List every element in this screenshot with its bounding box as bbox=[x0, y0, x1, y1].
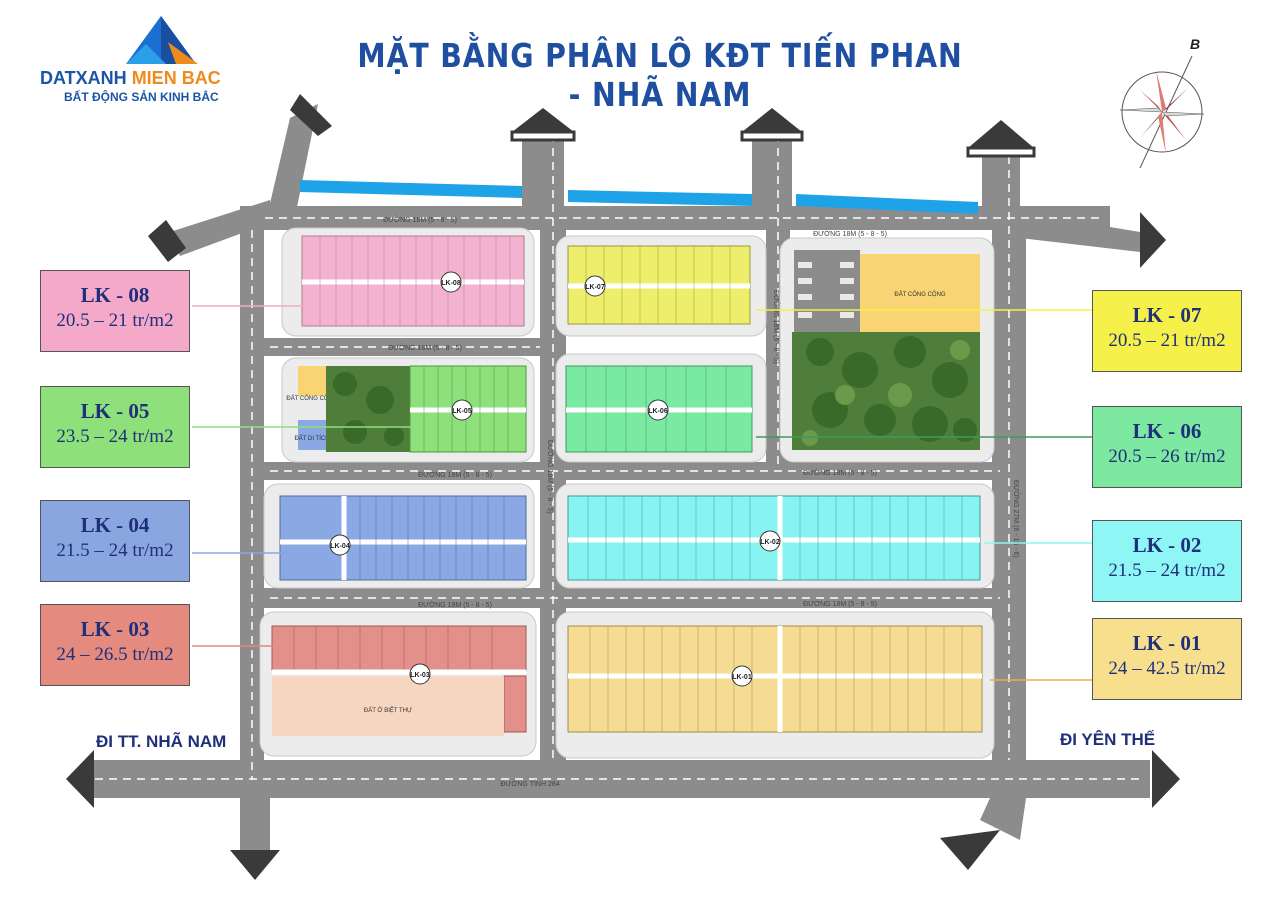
road-label-row4-left: ĐƯỜNG 18M (5 - 8 - 5) bbox=[418, 600, 492, 609]
arrow-up2-icon bbox=[742, 108, 802, 132]
logo-icon bbox=[126, 16, 198, 64]
lk07-label: LK-07 bbox=[585, 284, 605, 291]
arrow-down-icon bbox=[230, 850, 280, 880]
compass-icon bbox=[1119, 55, 1205, 169]
page-title: MẶT BẰNG PHÂN LÔ KĐT TIẾN PHAN - NHÃ NAM bbox=[357, 36, 963, 114]
villa-land bbox=[272, 676, 504, 736]
road-label-row4-right: ĐƯỜNG 18M (5 - 8 - 5) bbox=[803, 599, 877, 608]
lk07-marker bbox=[584, 275, 606, 297]
block-lk03 bbox=[271, 625, 527, 671]
lk04-marker bbox=[329, 534, 351, 556]
road-label-top-right: ĐƯỜNG 18M (5 - 8 - 5) bbox=[813, 229, 887, 238]
lk08-marker bbox=[440, 271, 462, 293]
lk06-marker bbox=[647, 399, 669, 421]
label-connectors bbox=[192, 305, 1092, 681]
parked-cars bbox=[798, 262, 854, 318]
lk02-label: LK-02 bbox=[760, 539, 780, 546]
lk03-marker bbox=[409, 663, 431, 685]
road-label-row3-right: ĐƯỜNG 18M (5 - 8 - 5) bbox=[803, 468, 877, 477]
public-land-2-label: ĐẤT CÔNG CỘNG bbox=[286, 395, 338, 402]
direction-right-label: ĐI YÊN THẾ bbox=[1060, 730, 1156, 749]
logo-name: DATXANH MIEN BAC bbox=[40, 68, 221, 88]
relic-land bbox=[298, 420, 326, 450]
park-trees-light bbox=[802, 340, 970, 446]
road-label-27m: ĐƯỜNG 27M (6 - 15 - 6) bbox=[1012, 480, 1021, 558]
block-lk04 bbox=[279, 495, 527, 581]
arrow-downright-icon bbox=[940, 830, 1000, 870]
lk04-label: LK-04 bbox=[330, 543, 350, 550]
public-land-1 bbox=[860, 254, 980, 332]
company-logo: DATXANH MIEN BAC BẤT ĐỘNG SẢN KINH BẮC bbox=[40, 14, 260, 114]
lk02-marker bbox=[759, 530, 781, 552]
villa-land-label: ĐẤT Ở BIỆT THỰ bbox=[364, 706, 412, 714]
public-land-2 bbox=[298, 366, 326, 396]
road-markings bbox=[95, 134, 1145, 780]
direction-left-label: ĐI TT. NHÃ NAM bbox=[96, 732, 227, 751]
lk05-parcels bbox=[423, 366, 509, 452]
arrow-up3-icon bbox=[968, 120, 1034, 148]
arrow-right2-icon bbox=[1152, 750, 1180, 808]
lk03-label: LK-03 bbox=[410, 672, 430, 679]
lk01-label: LK-01 bbox=[732, 674, 752, 681]
arrow-topleft-icon bbox=[290, 94, 332, 136]
lk06-label: LK-06 bbox=[648, 408, 668, 415]
block-lk01 bbox=[567, 625, 983, 733]
compass-north-label: B bbox=[1190, 36, 1201, 52]
lk04-parcels bbox=[359, 496, 505, 580]
arrow-left-top-icon bbox=[148, 220, 186, 262]
lk05-marker bbox=[451, 399, 473, 421]
lk01-marker bbox=[731, 665, 753, 687]
direction-arrows bbox=[66, 94, 1180, 880]
logo-tagline: BẤT ĐỘNG SẢN KINH BẮC bbox=[64, 90, 219, 104]
road-label-vertical-right: ĐƯỜNG 18M (5 - 8 - 5) bbox=[772, 290, 781, 364]
water-channel-3 bbox=[796, 194, 978, 214]
road-label-top-left: ĐƯỜNG 18M (5 - 8 - 5) bbox=[383, 215, 457, 224]
road-label-row2: ĐƯỜNG 18M (5 - 8 - 5) bbox=[388, 343, 462, 352]
arrow-up-icon bbox=[512, 108, 574, 132]
lk02-parcels bbox=[587, 496, 963, 580]
relic-land-label: ĐẤT DI TÍCH bbox=[294, 435, 329, 442]
lk08-label: LK-08 bbox=[441, 280, 461, 287]
road-label-row3-left: ĐƯỜNG 18M (5 - 8 - 5) bbox=[418, 470, 492, 479]
lk05-label: LK-05 bbox=[452, 408, 472, 415]
public-land-1-label: ĐẤT CÔNG CỘNG bbox=[894, 291, 946, 298]
water-channel-1 bbox=[300, 180, 522, 198]
arrow-right-icon bbox=[1140, 212, 1166, 268]
lk03-parcels bbox=[293, 626, 493, 670]
lk06-parcels bbox=[585, 366, 727, 452]
road-label-vertical-mid: ĐƯỜNG 18M (5 - 8 - 5) bbox=[546, 440, 555, 514]
lk01-parcels bbox=[589, 626, 963, 732]
arrow-left-icon bbox=[66, 750, 94, 808]
water-channel-2 bbox=[568, 190, 752, 206]
road-label-provincial: ĐƯỜNG TỈNH 284 bbox=[500, 779, 559, 788]
